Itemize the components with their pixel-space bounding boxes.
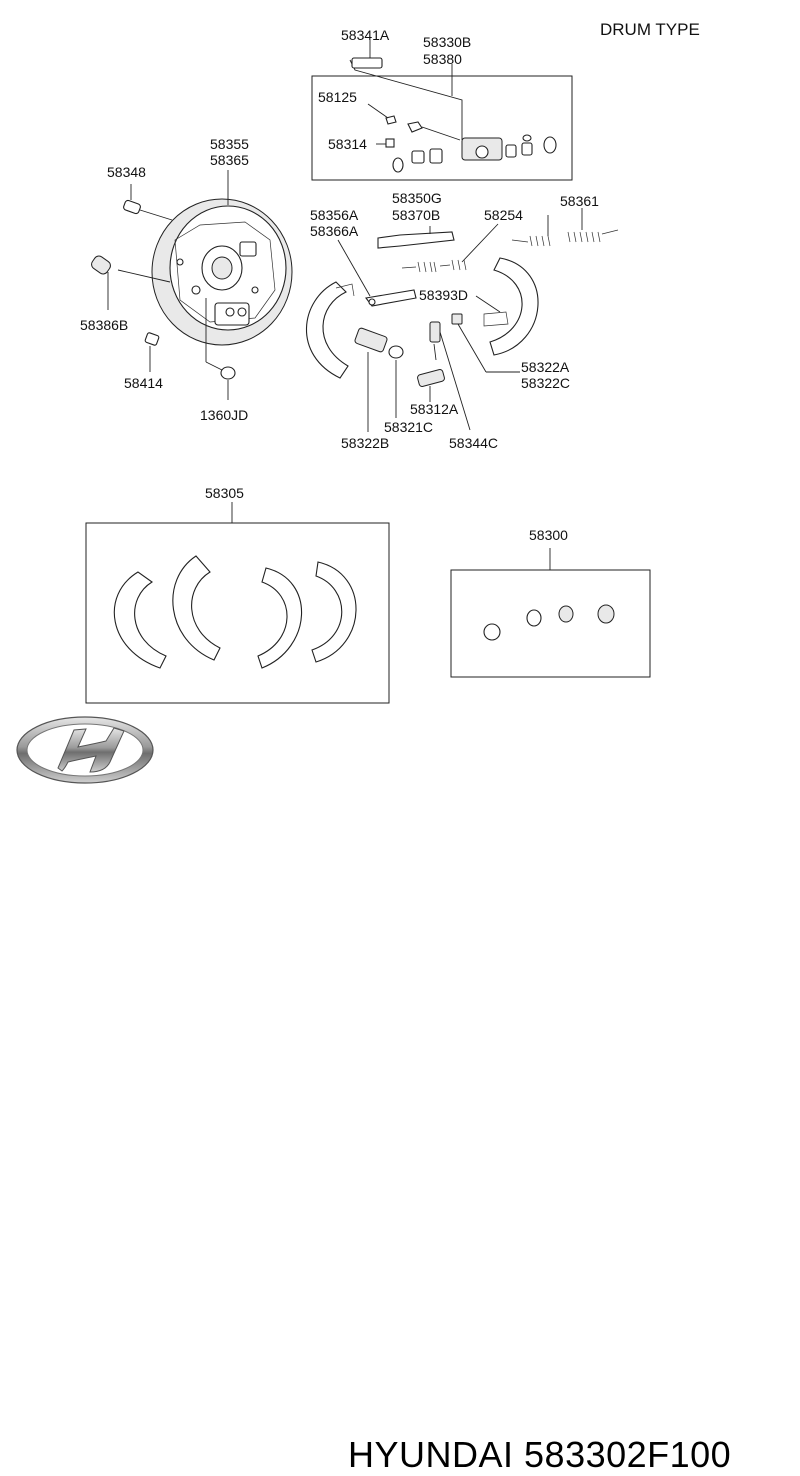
grommet-58386B bbox=[91, 255, 111, 275]
footer: HYUNDAI 583302F100 bbox=[0, 700, 800, 1475]
wheel-cylinder-box bbox=[311, 75, 573, 181]
kit-shoe-2 bbox=[172, 555, 221, 661]
label-58366A: 58366A bbox=[310, 223, 359, 239]
label-58348: 58348 bbox=[107, 164, 146, 180]
label-58344C: 58344C bbox=[449, 435, 498, 451]
bleeder-cap bbox=[385, 115, 397, 125]
label-58305: 58305 bbox=[205, 485, 244, 501]
backing-plate-pin-2 bbox=[251, 286, 259, 294]
leader-58348 bbox=[139, 209, 173, 221]
bleeder-leader bbox=[421, 126, 461, 141]
wheel-cylinder-group bbox=[311, 40, 573, 181]
right-shoe-lever bbox=[483, 311, 509, 327]
retainer-58322A bbox=[451, 313, 463, 325]
boot-left bbox=[392, 157, 404, 173]
bolt-58314 bbox=[385, 138, 395, 148]
label-58356A: 58356A bbox=[310, 207, 359, 223]
label-58386B: 58386B bbox=[80, 317, 128, 333]
label-58365: 58365 bbox=[210, 152, 249, 168]
spring-58254 bbox=[401, 259, 467, 273]
pin-58344C bbox=[429, 321, 441, 343]
nut-1360JD bbox=[220, 366, 236, 380]
leader-58356A bbox=[337, 239, 371, 297]
label-58380: 58380 bbox=[423, 51, 462, 67]
kit-boot bbox=[597, 604, 615, 624]
backing-plate-group bbox=[91, 170, 293, 400]
spring-right bbox=[522, 134, 532, 142]
label-58361: 58361 bbox=[560, 193, 599, 209]
hyundai-logo bbox=[16, 716, 154, 784]
right-shoe bbox=[489, 257, 539, 356]
bleeder-screw bbox=[407, 121, 423, 133]
part-number-caption: HYUNDAI 583302F100 bbox=[348, 1434, 732, 1475]
piston-left bbox=[429, 148, 443, 164]
cup-58321C bbox=[388, 345, 404, 359]
leader-58341A bbox=[349, 59, 463, 140]
plug-58348 bbox=[123, 199, 141, 215]
spring-58361 bbox=[511, 229, 619, 247]
left-shoe-web bbox=[335, 283, 355, 297]
cylinder-kit-group bbox=[450, 548, 651, 678]
cup-right bbox=[505, 144, 517, 158]
mount-hole-2 bbox=[237, 307, 247, 317]
label-58341A: 58341A bbox=[341, 27, 390, 43]
label-58321C: 58321C bbox=[384, 419, 433, 435]
kit-shoe-3 bbox=[257, 567, 303, 669]
adjuster-58350G bbox=[377, 231, 455, 249]
kit-shoe-4 bbox=[311, 561, 357, 663]
shoe-kit-box bbox=[85, 522, 390, 704]
kit-shoe-1 bbox=[113, 571, 167, 669]
cylinder-port bbox=[475, 145, 489, 159]
label-58355: 58355 bbox=[210, 136, 249, 152]
backing-plate-pad bbox=[239, 241, 257, 257]
left-shoe bbox=[306, 281, 349, 379]
leader-58386B-plate bbox=[117, 269, 171, 283]
label-58350G: 58350G bbox=[392, 190, 442, 206]
bleeder-plate bbox=[351, 57, 383, 69]
leader-1360JD-plate2 bbox=[205, 361, 223, 371]
shoe-kit-group bbox=[85, 502, 390, 704]
label-58393D: 58393D bbox=[419, 287, 468, 303]
piston-right bbox=[521, 142, 533, 156]
boot-right bbox=[543, 136, 557, 154]
cup-left bbox=[411, 150, 425, 164]
cylinder-kit-box bbox=[450, 569, 651, 678]
backing-plate-pin bbox=[176, 258, 184, 266]
backing-plate-stud bbox=[191, 285, 201, 295]
leader-58125 bbox=[367, 103, 389, 119]
spring-58322B bbox=[354, 327, 388, 353]
label-58125: 58125 bbox=[318, 89, 357, 105]
label-58312A: 58312A bbox=[410, 401, 459, 417]
kit-cup-1 bbox=[483, 623, 501, 641]
mount-hole-1 bbox=[225, 307, 235, 317]
brake-diagram: DRUM TYPE bbox=[80, 20, 700, 704]
pin-58344C-tail bbox=[433, 343, 437, 361]
kit-cup-3 bbox=[558, 605, 574, 623]
label-58322C: 58322C bbox=[521, 375, 570, 391]
leader-58254 bbox=[461, 223, 499, 263]
kit-cup-2 bbox=[526, 609, 542, 627]
label-58330B: 58330B bbox=[423, 34, 471, 50]
label-58314: 58314 bbox=[328, 136, 367, 152]
backing-plate-flange bbox=[174, 221, 276, 323]
spring-58312A bbox=[417, 369, 445, 387]
label-58254: 58254 bbox=[484, 207, 523, 223]
plug-58414 bbox=[144, 332, 160, 346]
leader-58344C bbox=[439, 331, 471, 431]
leader-58322A bbox=[457, 323, 487, 373]
lever-pivot bbox=[368, 298, 376, 306]
shoe-assembly-group bbox=[306, 208, 619, 432]
label-58370B: 58370B bbox=[392, 207, 440, 223]
label-58322B: 58322B bbox=[341, 435, 389, 451]
label-58322A: 58322A bbox=[521, 359, 570, 375]
leader-58393D bbox=[475, 295, 501, 313]
backing-plate-center bbox=[211, 256, 233, 280]
diagram-title: DRUM TYPE bbox=[600, 20, 700, 39]
label-58414: 58414 bbox=[124, 375, 163, 391]
label-1360JD: 1360JD bbox=[200, 407, 248, 423]
label-58300: 58300 bbox=[529, 527, 568, 543]
